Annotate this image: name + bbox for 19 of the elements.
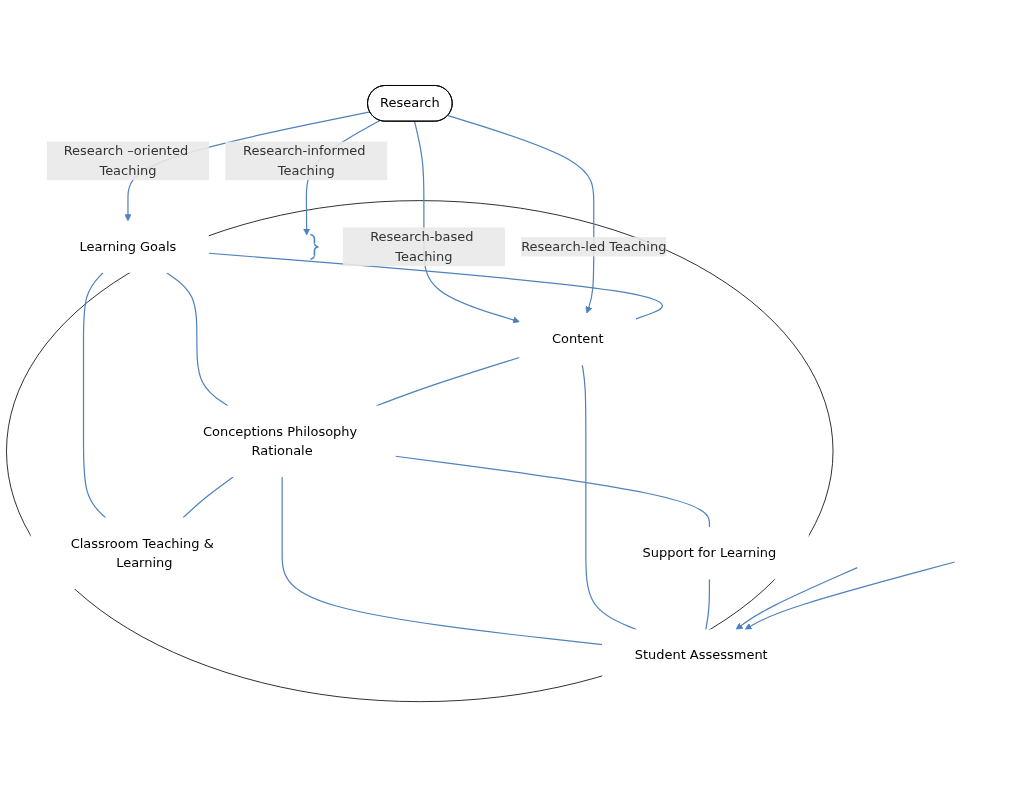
edge-label: Research –oriented Teaching [63,142,189,178]
node-bracket [309,233,320,260]
connector [705,578,711,631]
connector [395,455,711,528]
node-text: Conceptions Philosophy Rationale [202,423,358,459]
arrow [744,561,956,630]
arrow [447,114,595,314]
connector [581,364,638,631]
edge-label: Research-led Teaching [521,238,667,255]
connector [281,476,603,646]
arrow [735,566,858,630]
connector [208,252,663,320]
edge-label: Research-informed Teaching [243,142,366,178]
connector [166,272,229,407]
edge-label: Research-based Teaching [370,228,474,264]
node-text: Content [551,331,604,347]
connector [375,356,521,407]
connector [182,476,234,519]
connector [82,272,107,519]
